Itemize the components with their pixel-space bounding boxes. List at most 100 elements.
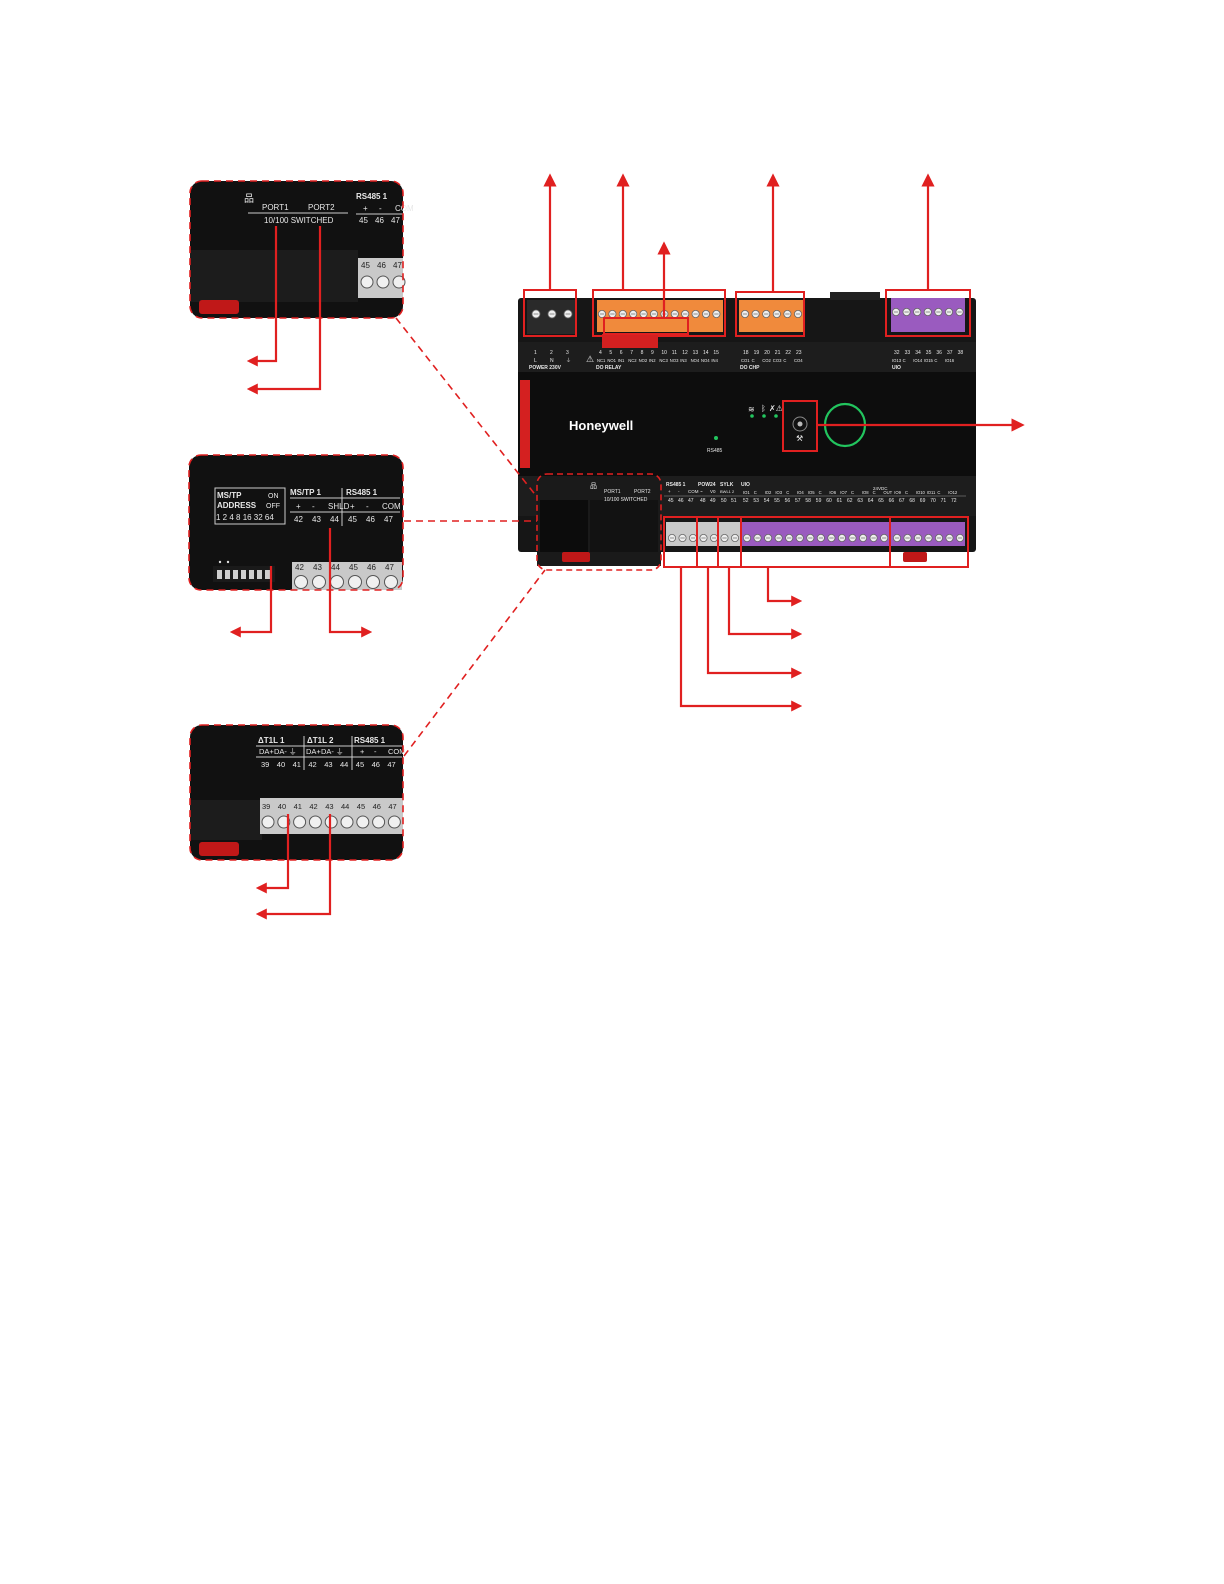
at1l-terminal-screw[interactable] xyxy=(340,815,354,829)
bottom-uio-label: IO11 xyxy=(927,490,936,495)
uio-top-terminal-number: 36 xyxy=(936,350,942,356)
chp-terminal-label: C xyxy=(752,358,755,363)
dip-switch-key[interactable] xyxy=(233,570,238,579)
uio-top-terminal-label: IO13 xyxy=(892,358,902,363)
bottom-uio-label: C xyxy=(819,490,822,495)
at1l-terminal-screw[interactable] xyxy=(261,815,275,829)
inset-eth-terminal-screw[interactable] xyxy=(360,275,374,289)
mstp-rs485-title: RS485 1 xyxy=(346,488,378,497)
mstp-terminal-screw[interactable] xyxy=(312,575,326,589)
bottom-uio-label: C xyxy=(754,490,757,495)
bottom-uio-label: IO4 xyxy=(797,490,804,495)
mstp-terminal-number: 45 xyxy=(349,563,358,572)
bottom-rs485-pin: COM xyxy=(688,489,699,494)
bottom-uio-number: 70 xyxy=(930,498,936,504)
dip-switch-key[interactable] xyxy=(257,570,262,579)
uio-top-terminal-label: IO15 xyxy=(924,358,934,363)
at1l-terminal-screw[interactable] xyxy=(372,815,386,829)
at1l-terminal-screw[interactable] xyxy=(387,815,401,829)
at1l-rs485-title: RS485 1 xyxy=(354,736,386,745)
uio-top-terminal-label: IO16 xyxy=(945,358,955,363)
power-terminal-number: 2 xyxy=(550,350,553,356)
chp-terminal-number: 22 xyxy=(785,350,791,356)
bottom-uio-label: C xyxy=(873,490,876,495)
uio-top-title: UIO xyxy=(892,365,901,371)
device-network-icon: 品 xyxy=(590,482,597,490)
dip-switch-key[interactable] xyxy=(265,570,270,579)
bottom-pow24-pin: ~ xyxy=(700,489,703,494)
at1l-terminal-number: 41 xyxy=(294,802,302,811)
dip-switch-key[interactable] xyxy=(241,570,246,579)
power-terminal-symbol: L xyxy=(534,358,537,364)
inset-eth-terminal-screw[interactable] xyxy=(392,275,406,289)
mstp-rs485-pin: + xyxy=(350,502,355,511)
bottom-uio-label: C xyxy=(851,490,854,495)
mstp-terminal-screw[interactable] xyxy=(366,575,380,589)
bottom-uio-number: 59 xyxy=(816,498,822,504)
mstp-terminal-number: 44 xyxy=(331,563,340,572)
dip-switch-key[interactable] xyxy=(249,570,254,579)
bottom-uio-label: IO1 xyxy=(743,490,750,495)
dip-switch[interactable] xyxy=(213,560,275,582)
inset-connector-lines xyxy=(395,317,546,757)
uio-top-terminal-label: C xyxy=(903,358,906,363)
power-terminal-number: 3 xyxy=(566,350,569,356)
red-accent-strip xyxy=(520,380,530,468)
warning-icon: ⚠ xyxy=(586,354,594,364)
mstp-terminal-screw[interactable] xyxy=(348,575,362,589)
relay-terminal-label: IN4 xyxy=(711,358,718,363)
wifi-icon: ≋ xyxy=(748,405,755,414)
mstp-rs485-number: 45 xyxy=(348,515,357,524)
dip-switch-key[interactable] xyxy=(217,570,222,579)
relay-terminal-number: 4 xyxy=(599,350,602,356)
at1l-terminal-screw[interactable] xyxy=(293,815,307,829)
dip-switch-key[interactable] xyxy=(225,570,230,579)
bottom-sylk-title: SYLK xyxy=(720,482,734,488)
at1l-terminal-screw[interactable] xyxy=(324,815,338,829)
mstp-terminal-screw[interactable] xyxy=(294,575,308,589)
bottom-uio-label: IO3 xyxy=(775,490,782,495)
mstp-terminal-screw[interactable] xyxy=(384,575,398,589)
mstp-title: MS/TP 1 xyxy=(290,488,322,497)
chp-terminal-number: 23 xyxy=(796,350,802,356)
at1l-number: 41 xyxy=(293,760,301,769)
inset-eth-terminal-screw[interactable] xyxy=(376,275,390,289)
inset-eth-terminal-number: 47 xyxy=(393,261,402,270)
mstp-number: 42 xyxy=(294,515,303,524)
bottom-pow24-number: 49 xyxy=(710,498,716,504)
relay-terminal-label: NO2 xyxy=(639,358,648,363)
bottom-rs485-pin: + xyxy=(668,489,671,494)
at1l-terminal-screw[interactable] xyxy=(277,815,291,829)
bottom-pow24-pin: V0 xyxy=(710,489,716,494)
bottom-uio-number: 55 xyxy=(774,498,780,504)
do-relay-title: DO RELAY xyxy=(596,365,622,371)
device-switched-label: 10/100 SWITCHED xyxy=(604,497,648,503)
at1l-number: 44 xyxy=(340,760,348,769)
at1l-terminal-screw[interactable] xyxy=(356,815,370,829)
at1l-terminal-number: 47 xyxy=(388,802,396,811)
relay-terminal-label: NC2 xyxy=(628,358,637,363)
uio-top-terminal-block xyxy=(885,289,971,337)
bottom-sylk-number: 50 xyxy=(721,498,727,504)
bottom-uio-number: 72 xyxy=(951,498,957,504)
bottom-sylk-pin: BWL1 xyxy=(720,489,732,494)
at1l-number: 47 xyxy=(387,760,395,769)
bottom-uio-label: IO12 xyxy=(948,490,958,495)
at1l-terminal-number: 44 xyxy=(341,802,349,811)
power-terminal-block xyxy=(523,289,577,337)
inset-mstp: MS/TP ADDRESS ON OFF 1 2 4 8 16 32 64 MS… xyxy=(188,454,404,638)
bottom-uio-label: IO9 xyxy=(894,490,901,495)
mstp-terminal-screw[interactable] xyxy=(330,575,344,589)
bottom-uio-number: 60 xyxy=(826,498,832,504)
uio-top-terminal-number: 35 xyxy=(926,350,932,356)
mstp-address-title-2: ADDRESS xyxy=(217,501,257,510)
power-terminal-symbol: N xyxy=(550,358,554,364)
rs485-led xyxy=(714,436,718,440)
inset-eth-rs485-title: RS485 1 xyxy=(356,192,388,201)
bottom-sylk-number: 51 xyxy=(731,498,737,504)
service-button[interactable]: ⚒ xyxy=(782,400,818,452)
bottom-uio-number: 63 xyxy=(857,498,863,504)
at1l-terminal-screw[interactable] xyxy=(308,815,322,829)
bottom-uio-title: UIO xyxy=(741,482,750,488)
